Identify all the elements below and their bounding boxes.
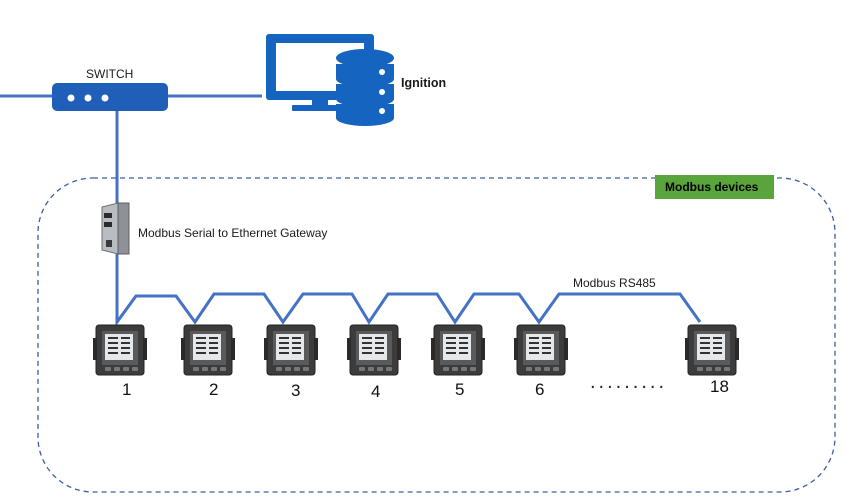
switch-icon xyxy=(52,83,168,111)
rs485-label: Modbus RS485 xyxy=(573,276,656,290)
rs485-chain xyxy=(115,252,702,327)
gateway-label: Modbus Serial to Ethernet Gateway xyxy=(138,226,327,240)
switch-label: SWITCH xyxy=(86,67,133,81)
ignition-label: Ignition xyxy=(401,76,446,90)
device-number: 6 xyxy=(535,380,544,399)
device-number: 3 xyxy=(291,381,300,400)
modbus-devices-label: Modbus devices xyxy=(665,180,759,194)
ethernet-links xyxy=(0,94,262,206)
gateway-icon xyxy=(101,202,130,255)
device-number: 2 xyxy=(209,380,218,399)
device-numbers: 1 2 3 4 5 6 18 xyxy=(122,377,729,401)
modbus-devices-group xyxy=(37,177,836,493)
ellipsis: ......... xyxy=(590,371,667,393)
database-icon xyxy=(336,49,394,126)
device-number: 5 xyxy=(455,380,464,399)
device-number: 4 xyxy=(371,382,380,401)
device-number: 18 xyxy=(710,377,729,396)
device-number: 1 xyxy=(122,380,131,399)
power-meter-icon xyxy=(92,324,740,376)
modbus-devices-badge: Modbus devices xyxy=(655,175,774,199)
